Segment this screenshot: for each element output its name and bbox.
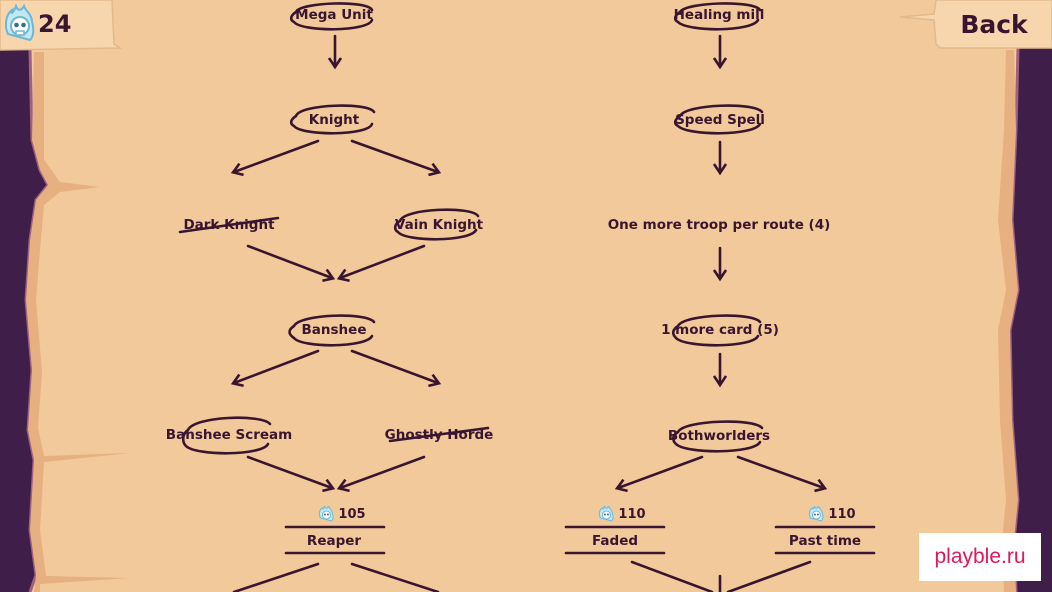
node-bothworlders[interactable]: Bothworlders	[667, 428, 771, 444]
ghost-skull-icon	[598, 506, 614, 522]
node-dark-knight[interactable]: Dark Knight	[183, 217, 275, 233]
currency-value: 24	[38, 10, 72, 38]
right-tree-connectors	[564, 2, 876, 592]
past-time-cost: 110	[808, 506, 856, 522]
ghost-skull-icon	[808, 506, 824, 522]
strike-dark-knight	[178, 216, 280, 234]
node-outline-banshee-scream	[181, 416, 272, 455]
node-outline-mega-unit	[289, 2, 374, 31]
arrow-banshee-horde	[350, 349, 438, 383]
node-banshee-scream[interactable]: Banshee Scream	[165, 427, 293, 443]
node-outline-knight	[289, 104, 376, 135]
node-one-more-card[interactable]: 1 more card (5)	[661, 322, 779, 338]
arrow-horde-reaper	[340, 455, 426, 488]
arrow-dark-banshee	[246, 244, 332, 278]
arrow-knight-dark	[234, 139, 320, 172]
node-outline-one-more-card	[671, 314, 762, 347]
node-knight[interactable]: Knight	[308, 112, 360, 128]
node-reaper[interactable]: Reaper	[306, 533, 362, 549]
node-outline-bothworlders	[671, 420, 764, 453]
arrow-both-faded	[618, 455, 704, 488]
arrow-past-down	[726, 560, 812, 592]
node-one-more-troop[interactable]: One more troop per route (4)	[607, 217, 831, 233]
ghost-skull-icon	[318, 506, 334, 522]
ghost-skull-icon	[4, 4, 35, 42]
strike-ghostly-horde	[388, 426, 490, 443]
right-frame	[998, 47, 1052, 592]
arrow-reaper-left	[232, 562, 320, 592]
node-faded[interactable]: Faded	[591, 533, 639, 549]
past-time-cost-value: 110	[828, 506, 856, 522]
arrow-vain-banshee	[340, 244, 426, 278]
node-outline-healing-mill	[673, 2, 762, 31]
reaper-cost: 105	[318, 506, 366, 522]
faded-cost: 110	[598, 506, 646, 522]
node-outline-vain-knight	[393, 208, 480, 241]
back-button-label: Back	[960, 9, 1028, 39]
node-healing-mill[interactable]: Healing mill	[673, 7, 765, 23]
node-outline-banshee	[288, 314, 376, 347]
arrow-both-past	[736, 455, 824, 488]
node-outline-speed-spell	[673, 104, 764, 135]
node-speed-spell[interactable]: Speed Spell	[675, 112, 765, 128]
back-tab	[899, 0, 1052, 49]
node-vain-knight[interactable]: Vain Knight	[394, 217, 484, 233]
arrow-reaper-right	[350, 562, 440, 592]
watermark-text: playble.ru	[934, 545, 1026, 568]
node-mega-unit[interactable]: Mega Unit	[295, 7, 373, 23]
left-tree-connectors	[178, 2, 490, 592]
currency-counter: 24	[0, 0, 124, 48]
arrow-banshee-scream	[234, 349, 320, 383]
reaper-cost-value: 105	[338, 506, 366, 522]
arrow-faded-down	[630, 560, 714, 592]
faded-cost-value: 110	[618, 506, 646, 522]
node-past-time[interactable]: Past time	[788, 533, 862, 549]
arrow-scream-reaper	[246, 455, 332, 488]
back-button[interactable]: Back	[936, 0, 1052, 48]
arrow-knight-vain	[350, 139, 438, 172]
node-ghostly-horde[interactable]: Ghostly Horde	[384, 427, 494, 443]
node-banshee[interactable]: Banshee	[301, 322, 367, 338]
watermark: playble.ru	[919, 533, 1041, 581]
left-frame	[0, 49, 130, 592]
